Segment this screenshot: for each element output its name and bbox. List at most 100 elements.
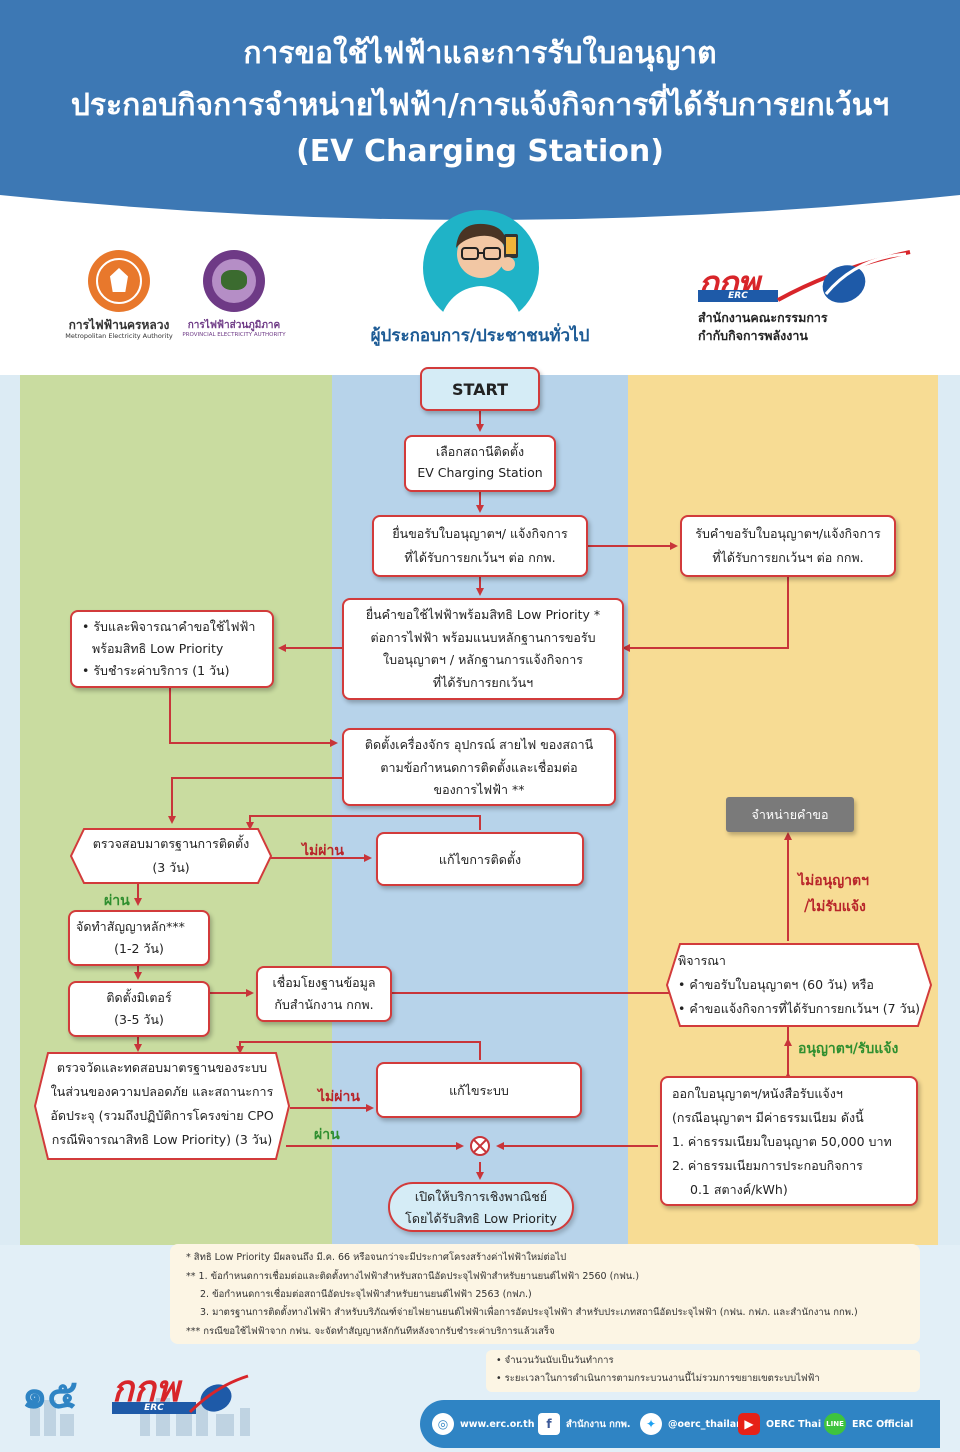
social-bar (420, 1400, 940, 1448)
submit-license-box: ยื่นขอรับใบอนุญาตฯ/ แจ้งกิจการ ที่ได้รับ… (372, 515, 588, 577)
mea-logo-icon (88, 250, 150, 312)
inspect-decision: ตรวจสอบมาตรฐานการติดตั้ง (3 วัน) (70, 828, 272, 884)
line-icon: LINE (824, 1413, 846, 1435)
erc-receive-box: รับคำขอรับใบอนุญาตฯ/แจ้งกิจการ ที่ได้รับ… (680, 515, 896, 577)
line-text: ERC Official (852, 1418, 914, 1430)
mea-sub: Metropolitan Electricity Authority (65, 332, 173, 340)
pass-label-1: ผ่าน (104, 893, 130, 909)
consider-line-1: • คำขอรับใบอนุญาตฯ (60 วัน) หรือ (678, 977, 874, 992)
system-test-line-3: อัดประจุ (รวมถึงปฏิบัติการโครงข่าย CPO (50, 1108, 274, 1123)
link-database-box: เชื่อมโยงฐานข้อมูล กับสำนักงาน กกพ. (256, 966, 392, 1022)
footnotes-panel (170, 1244, 920, 1344)
fix-system-box: แก้ไขระบบ (376, 1062, 582, 1118)
header-banner (0, 0, 960, 225)
bullet-notes-panel (486, 1350, 920, 1392)
issue-line-4: 2. ค่าธรรมเนียมการประกอบกิจการ (672, 1158, 863, 1173)
note-3: 2. ข้อกำหนดการเชื่อมต่อสถานีอัดประจุไฟฟ้… (200, 1289, 532, 1300)
anniversary-number: ๑๕ (22, 1372, 78, 1418)
open-line-2: โดยได้รับสิทธิ Low Priority (405, 1211, 557, 1226)
contract-line-1: จัดทำสัญญาหลัก*** (76, 919, 185, 934)
note-2: ** 1. ข้อกำหนดการเชื่อมต่อและติดตั้งทางไ… (186, 1271, 640, 1282)
website-link[interactable]: ◎ www.erc.or.th (432, 1413, 534, 1435)
system-test-line-2: ในส่วนของความปลอดภัย และสถานะการ (50, 1084, 274, 1099)
twitter-link[interactable]: ✦ @oerc_thailand (640, 1413, 750, 1435)
consider-line-2: • คำขอแจ้งกิจการที่ได้รับการยกเว้นฯ (7 ว… (678, 1001, 921, 1016)
facebook-link[interactable]: f สำนักงาน กกพ. (538, 1413, 631, 1435)
open-service-node: เปิดให้บริการเชิงพาณิชย์ โดยได้รับสิทธิ … (388, 1182, 574, 1232)
erc-name-1: สำนักงานคณะกรรมการ (698, 310, 828, 325)
select-station-line-1: เลือกสถานีติดตั้ง (435, 444, 525, 459)
submit-license-line-2: ที่ได้รับการยกเว้นฯ ต่อ กกพ. (404, 550, 556, 565)
note-1: * สิทธิ Low Priority มีผลจนถึง มี.ค. 66 … (186, 1252, 567, 1263)
apply-power-line-3: ใบอนุญาตฯ / หลักฐานการแจ้งกิจการ (383, 652, 583, 667)
start-node: START (420, 367, 540, 411)
link-line-1: เชื่อมโยงฐานข้อมูล (272, 975, 376, 990)
meter-line-1: ติดตั้งมิเตอร์ (106, 990, 172, 1005)
issue-line-1: ออกใบอนุญาตฯ/หนังสือรับแจ้งฯ (672, 1086, 843, 1101)
website-text: www.erc.or.th (460, 1418, 535, 1430)
utility-consider-line-3: • รับชำระค่าบริการ (1 วัน) (82, 663, 230, 678)
reject-label-1: ไม่อนุญาตฯ (798, 873, 869, 889)
reject-label-2: /ไม่รับแจ้ง (804, 899, 866, 915)
system-test-line-4: กรณีพิจารณาสิทธิ Low Priority) (3 วัน) (51, 1132, 273, 1147)
youtube-link[interactable]: ▶ OERC Thai (738, 1413, 821, 1435)
install-line-1: ติดตั้งเครื่องจักร อุปกรณ์ สายไฟ ของสถาน… (364, 737, 594, 752)
issue-line-3: 1. ค่าธรรมเนียมใบอนุญาต 50,000 บาท (672, 1134, 892, 1149)
meter-box: ติดตั้งมิเตอร์ (3-5 วัน) (68, 981, 210, 1037)
side-strip-right (938, 375, 960, 1452)
apply-power-line-1: ยื่นคำขอใช้ไฟฟ้าพร้อมสิทธิ Low Priority … (365, 607, 601, 622)
approve-label: อนุญาตฯ/รับแจ้ง (798, 1041, 899, 1057)
inspect-line-2: (3 วัน) (152, 860, 190, 875)
note-4: 3. มาตรฐานการติดตั้งทางไฟฟ้า สำหรับบริภั… (200, 1307, 858, 1318)
select-station-line-2: EV Charging Station (417, 465, 543, 480)
utility-consider-line-1: • รับและพิจารณาคำขอใช้ไฟฟ้า (82, 619, 256, 634)
install-line-3: ของการไฟฟ้า ** (433, 782, 525, 797)
line-link[interactable]: LINE ERC Official (824, 1413, 913, 1435)
person-label: ผู้ประกอบการ/ประชาชนทั่วไป (370, 326, 590, 346)
title-line-2: ประกอบกิจการจำหน่ายไฟฟ้า/การแจ้งกิจการที… (70, 88, 890, 123)
consider-decision: พิจารณา • คำขอรับใบอนุญาตฯ (60 วัน) หรือ… (666, 943, 932, 1027)
facebook-text: สำนักงาน กกพ. (566, 1418, 631, 1430)
title-line-3: (EV Charging Station) (296, 134, 664, 169)
anniversary-cityscape-icon (30, 1398, 250, 1436)
fail-label-1: ไม่ผ่าน (302, 843, 344, 859)
youtube-icon: ▶ (738, 1413, 760, 1435)
install-line-2: ตามข้อกำหนดการติดตั้งและเชื่อมต่อ (380, 759, 578, 775)
facebook-icon: f (538, 1413, 560, 1435)
apply-power-box: ยื่นคำขอใช้ไฟฟ้าพร้อมสิทธิ Low Priority … (342, 598, 624, 700)
system-test-decision: ตรวจวัดและทดสอบมาตรฐานของระบบ ในส่วนของค… (34, 1052, 290, 1160)
note-5: *** กรณีขอใช้ไฟฟ้าจาก กฟน. จะจัดทำสัญญาห… (186, 1326, 555, 1337)
erc-receive-line-2: ที่ได้รับการยกเว้นฯ ต่อ กกพ. (712, 550, 864, 565)
fix-install-box: แก้ไขการติดตั้ง (376, 832, 584, 886)
inspect-line-1: ตรวจสอบมาตรฐานการติดตั้ง (92, 836, 250, 851)
bullet-note-2: • ระยะเวลาในการดำเนินการตามกระบวนงานนี้ไ… (496, 1373, 820, 1384)
consider-title: พิจารณา (678, 953, 726, 968)
mea-name: การไฟฟ้านครหลวง (68, 318, 170, 332)
youtube-text: OERC Thai (766, 1418, 822, 1430)
system-test-line-1: ตรวจวัดและทดสอบมาตรฐานของระบบ (56, 1060, 268, 1075)
fail-label-2: ไม่ผ่าน (318, 1089, 360, 1105)
select-station-box: เลือกสถานีติดตั้ง EV Charging Station (404, 435, 556, 492)
pea-name: การไฟฟ้าส่วนภูมิภาค (187, 320, 281, 331)
twitter-text: @oerc_thailand (668, 1418, 750, 1430)
utility-consider-line-2: พร้อมสิทธิ Low Priority (92, 641, 224, 656)
apply-power-line-4: ที่ได้รับการยกเว้นฯ (432, 674, 534, 690)
dispose-request-box: จำหน่ายคำขอ (726, 797, 854, 832)
issue-license-box: ออกใบอนุญาตฯ/หนังสือรับแจ้งฯ (กรณีอนุญาต… (660, 1076, 918, 1206)
link-line-2: กับสำนักงาน กกพ. (274, 997, 374, 1012)
header-wave (0, 195, 960, 240)
submit-license-line-1: ยื่นขอรับใบอนุญาตฯ/ แจ้งกิจการ (392, 526, 568, 541)
pea-logo-icon (203, 250, 265, 312)
twitter-icon: ✦ (640, 1413, 662, 1435)
bullet-note-1: • จำนวนวันนับเป็นวันทำการ (496, 1355, 614, 1366)
title-line-1: การขอใช้ไฟฟ้าและการรับใบอนุญาต (243, 36, 717, 71)
open-line-1: เปิดให้บริการเชิงพาณิชย์ (414, 1189, 548, 1204)
erc-receive-line-1: รับคำขอรับใบอนุญาตฯ/แจ้งกิจการ (695, 526, 881, 541)
meter-line-2: (3-5 วัน) (114, 1012, 164, 1027)
side-strip-left (0, 375, 20, 1452)
contract-line-2: (1-2 วัน) (114, 941, 164, 956)
contract-box: จัดทำสัญญาหลัก*** (1-2 วัน) (68, 910, 210, 966)
person-with-phone-icon (423, 210, 539, 326)
erc-name-2: กำกับกิจการพลังงาน (698, 328, 808, 343)
